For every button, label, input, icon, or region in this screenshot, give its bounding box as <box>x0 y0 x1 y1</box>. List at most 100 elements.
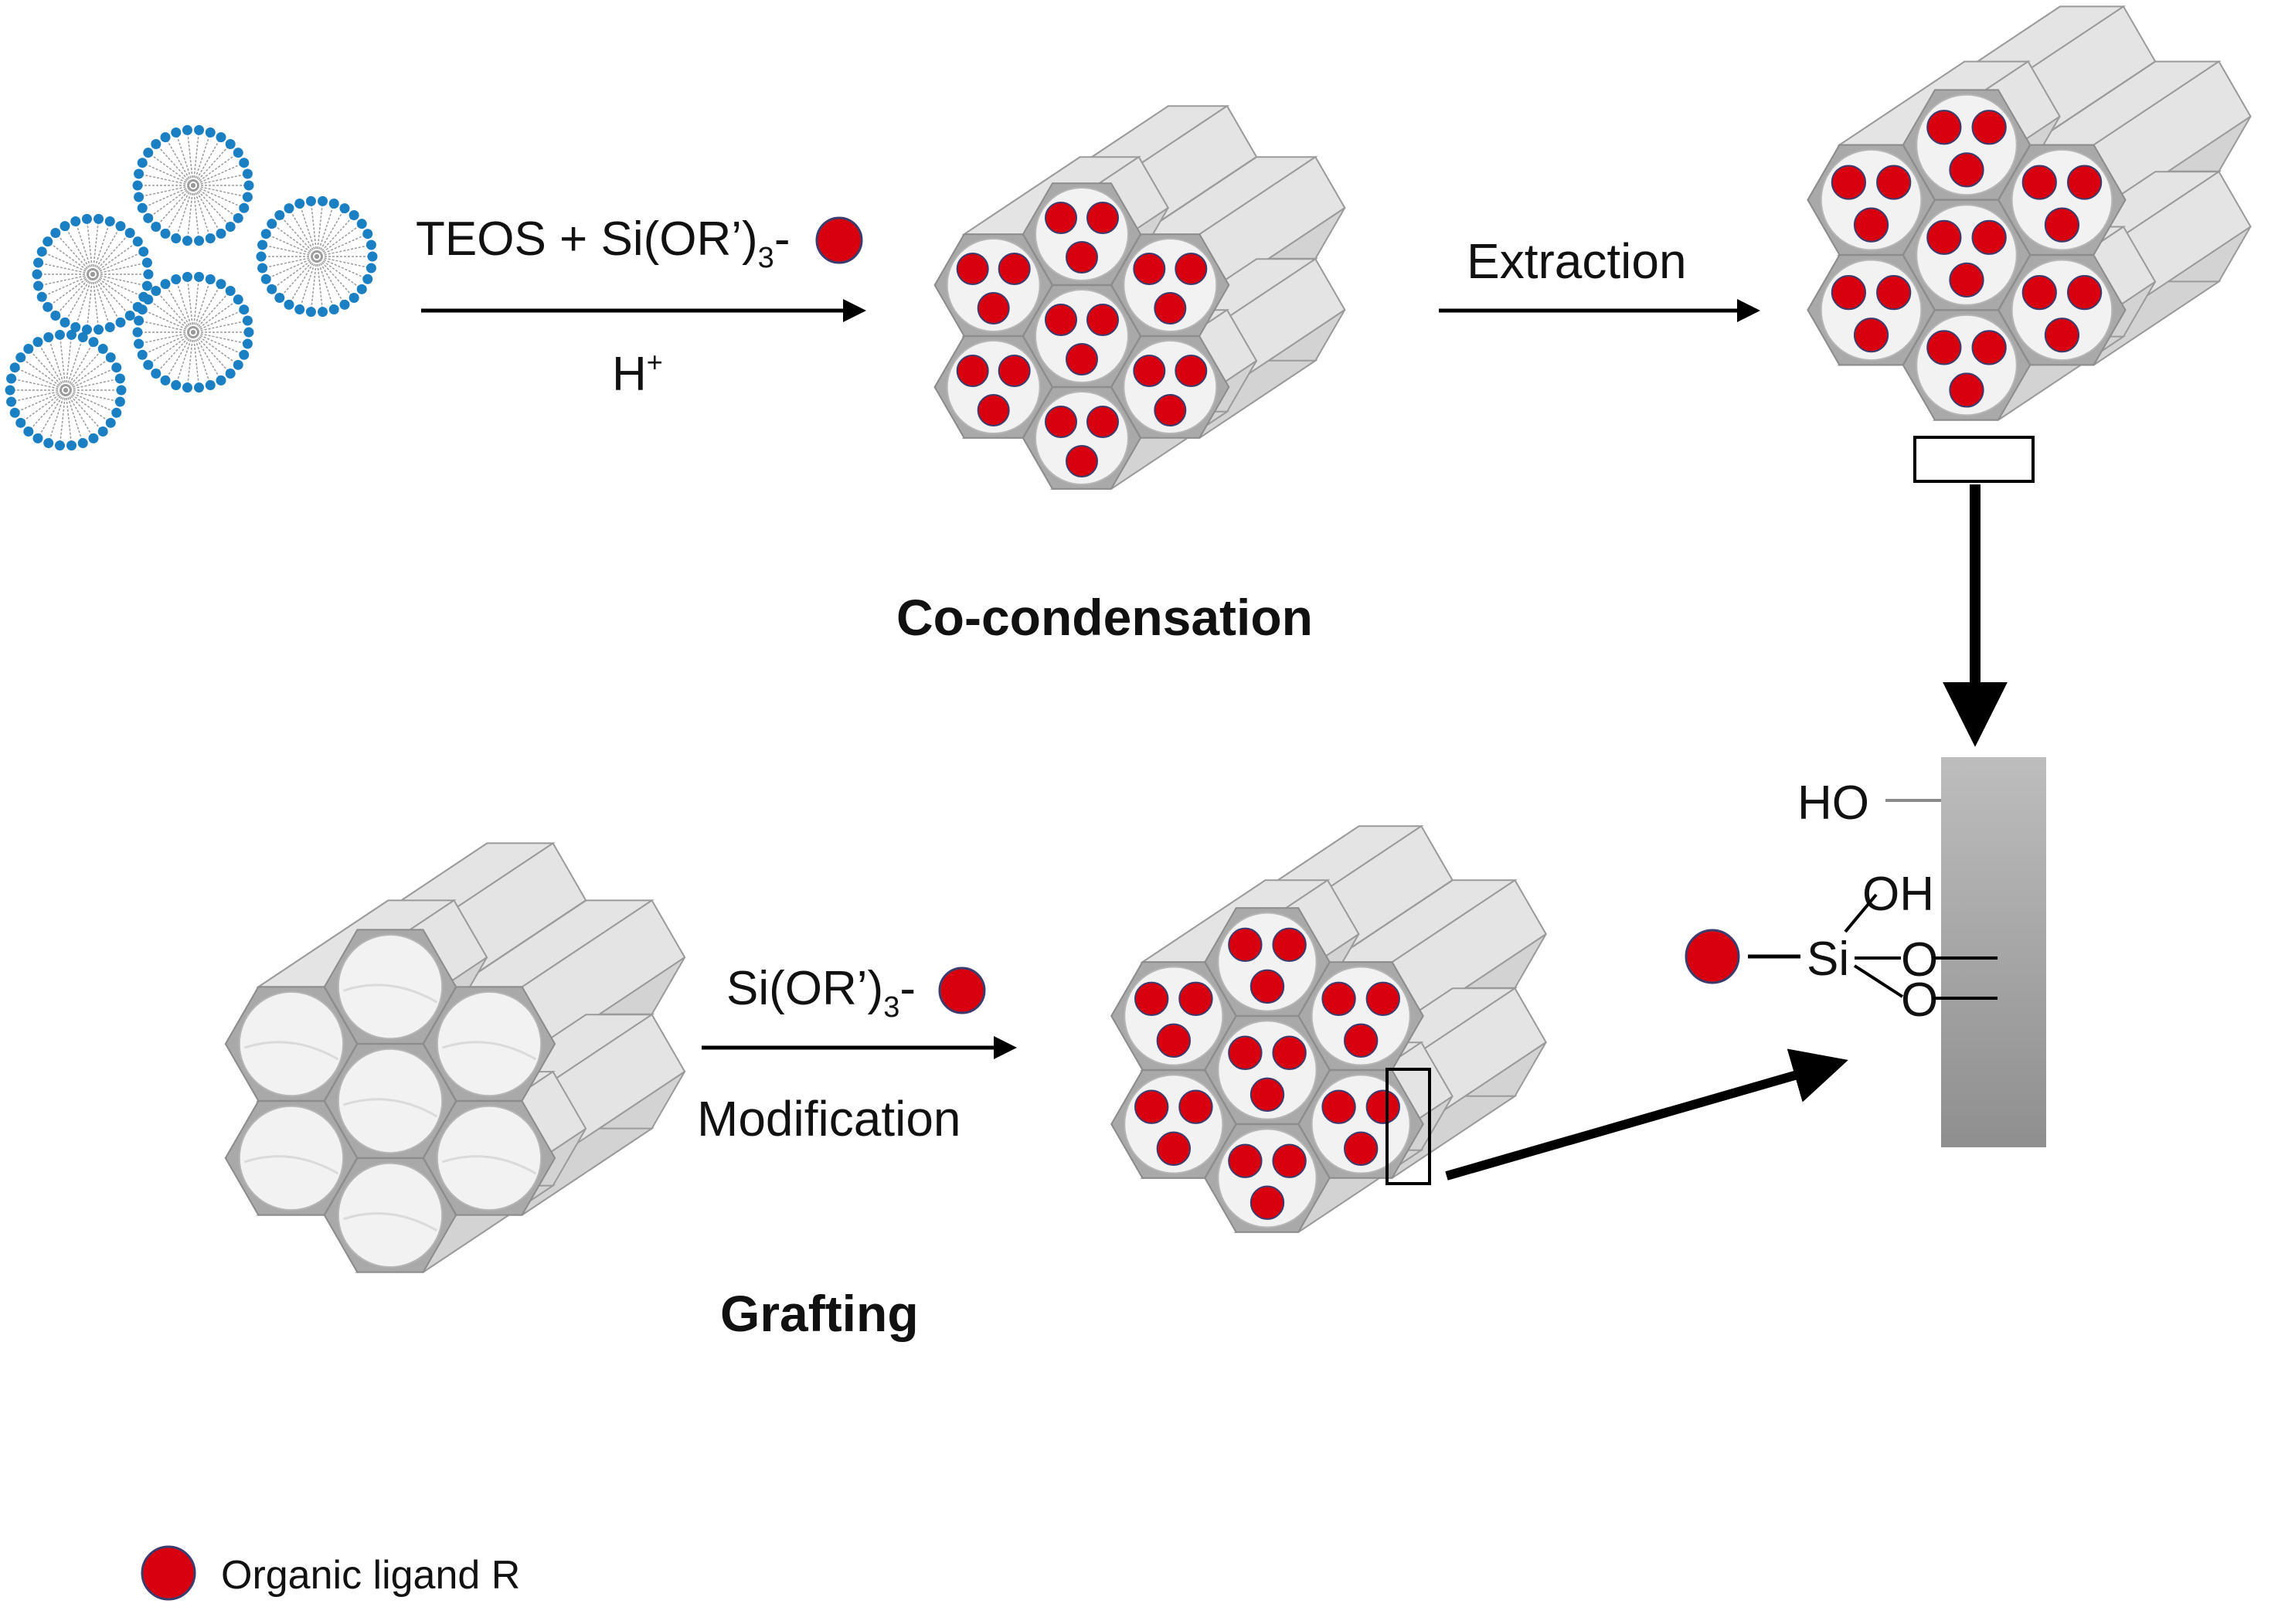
surfactant-head <box>23 426 34 437</box>
surfactant-tail <box>316 256 345 305</box>
surfactant-head <box>182 271 192 282</box>
surfactant-tail <box>148 185 194 219</box>
surfactant-tail <box>186 277 194 333</box>
surfactant-tail <box>65 389 104 433</box>
ligand-icon <box>1949 372 1984 408</box>
surfactant-head <box>132 327 143 338</box>
surfactant-head <box>239 202 250 213</box>
pore-shading <box>343 1212 438 1232</box>
surfactant-head <box>138 246 149 257</box>
surfactant-tail <box>138 185 194 198</box>
surfactant-tail <box>92 241 138 275</box>
surfactant-tail <box>14 389 66 413</box>
ligand-icon <box>1853 207 1889 243</box>
ligand-icon <box>998 253 1031 285</box>
surfactant-head <box>216 228 226 239</box>
surfactant-head <box>194 124 205 135</box>
surfactant-tail <box>265 233 318 257</box>
surfactant-tail <box>316 256 355 299</box>
ligand-icon <box>1228 1035 1263 1070</box>
surfactant-tail <box>192 309 245 333</box>
surfactant-tail <box>175 331 194 386</box>
surfactant-tail <box>138 331 194 345</box>
silica-unmodified <box>224 841 686 1274</box>
ligand-icon <box>1831 275 1866 311</box>
ligand-icon <box>1685 929 1740 984</box>
ligand-icon <box>1066 343 1098 375</box>
ligand-icon <box>1365 1089 1400 1124</box>
surfactant-tail <box>65 389 73 446</box>
surfactant-head <box>216 375 226 386</box>
surfactant-tail <box>316 256 335 310</box>
legend-label: Organic ligand R <box>221 1553 520 1598</box>
ligand-icon <box>1154 394 1187 426</box>
surfactant-head <box>36 246 47 257</box>
surfactant-head <box>134 315 144 326</box>
surfactant-head <box>9 362 20 373</box>
surfactant-tail <box>192 331 248 345</box>
ligand-icon <box>1949 262 1984 297</box>
surfactant-tail <box>288 208 318 257</box>
surfactant-head <box>294 199 305 209</box>
surfactant-head <box>233 148 243 158</box>
surfactant-head <box>116 385 127 396</box>
surfactant-tail <box>41 273 94 297</box>
ligand-icon <box>1343 1131 1379 1166</box>
surfactant-head <box>151 222 162 233</box>
surfactant-tail <box>148 152 194 186</box>
surfactant-head <box>284 299 294 310</box>
surfactant-tail <box>11 378 66 391</box>
surfactant-head <box>134 192 144 202</box>
surfactant-head <box>243 327 254 338</box>
ligand-icon <box>1086 304 1119 336</box>
surfactant-head <box>243 180 254 191</box>
surfactant-tail <box>92 251 144 275</box>
silica-cocondensed <box>933 104 1346 491</box>
surfactant-head <box>225 285 236 296</box>
oh-label: OH <box>1862 868 1934 921</box>
zoom-box-extracted <box>1913 436 2035 483</box>
surfactant-head <box>233 294 243 305</box>
surfactant-head <box>111 362 122 373</box>
surfactant-head <box>305 195 316 206</box>
surfactant-tail <box>92 273 110 328</box>
surfactant-head <box>205 127 216 138</box>
surfactant-tail <box>141 162 194 186</box>
surfactant-head <box>205 274 216 285</box>
ligand-icon <box>1178 1089 1213 1124</box>
surfactant-head <box>5 385 15 396</box>
surfactant-tail <box>28 348 66 391</box>
surfactant-tail <box>92 219 100 275</box>
surfactant-tail <box>138 173 194 186</box>
surfactant-head <box>77 332 88 343</box>
surfactant-tail <box>141 309 194 333</box>
ligand-icon <box>1971 219 2007 255</box>
surfactant-tail <box>316 201 324 257</box>
surfactant-head <box>260 273 271 284</box>
surfactant-head <box>216 132 226 143</box>
surfactant-head <box>160 375 171 386</box>
surfactant-head <box>171 127 182 138</box>
surfactant-head <box>233 212 243 223</box>
surfactant-head <box>305 307 316 318</box>
surfactant-tail <box>192 279 211 333</box>
surfactant-head <box>66 329 77 340</box>
ligand-icon <box>1178 981 1213 1016</box>
pore-shading <box>442 1041 537 1061</box>
surfactant-head <box>194 382 205 393</box>
surfactant-head <box>114 373 125 384</box>
surfactant-head <box>151 285 162 296</box>
silica-grafted <box>1110 824 1548 1234</box>
reagent-label-top: TEOS + Si(OR’)3- <box>416 212 790 274</box>
surfactant-head <box>60 317 70 328</box>
surfactant-tail <box>265 256 318 280</box>
surfactant-tail <box>65 389 121 403</box>
ligand-icon <box>1949 152 1984 188</box>
surfactant-head <box>366 240 376 250</box>
surfactant-tail <box>55 273 94 317</box>
surfactant-head <box>267 284 277 294</box>
surfactant-tail <box>262 256 318 269</box>
ligand-icon <box>1250 1077 1285 1113</box>
pore-wall <box>1941 757 2046 1147</box>
surfactant-tail <box>316 223 362 257</box>
